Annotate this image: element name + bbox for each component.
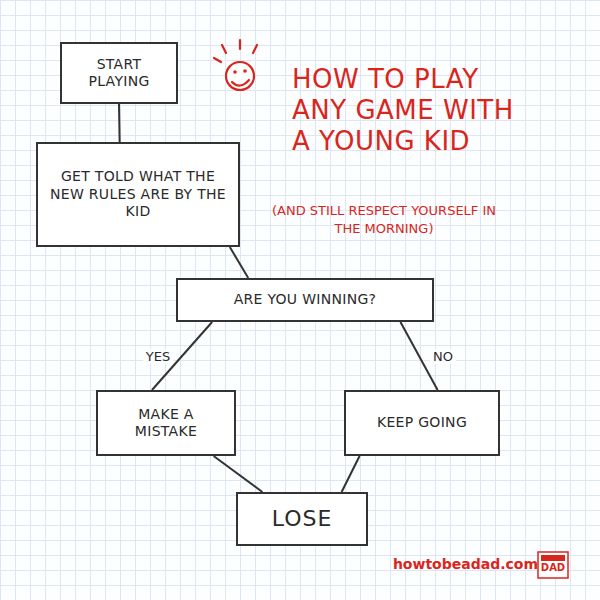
start-box: START PLAYING [60,42,178,104]
node-label: GET TOLD WHAT THE NEW RULES ARE BY THE K… [48,168,228,221]
connector-line [230,247,248,278]
title: HOW TO PLAY ANY GAME WITH A YOUNG KID [292,64,528,158]
connector-line [342,456,360,492]
process-box: GET TOLD WHAT THE NEW RULES ARE BY THE K… [36,142,240,247]
process-box: MAKE A MISTAKE [96,390,236,456]
connector-line [118,104,121,142]
connector-line [214,456,263,492]
subtitle-note: (AND STILL RESPECT YOURSELF IN THE MORNI… [262,202,506,238]
connector [342,456,360,492]
connector [214,456,263,492]
node-label: MAKE A MISTAKE [108,406,224,441]
logo-text: DAD [538,562,568,574]
decision-box: ARE YOU WINNING? [176,278,434,322]
edge-label: NO [430,349,456,364]
process-box: KEEP GOING [344,390,500,456]
node-label: START PLAYING [72,56,166,91]
edge-label: YES [143,349,173,364]
end-box: LOSE [236,492,368,546]
connector [119,104,121,142]
connector [230,247,248,278]
website-watermark: howtobeadad.com [392,556,538,573]
node-label: LOSE [272,505,333,533]
node-label: KEEP GOING [377,414,467,432]
node-label: ARE YOU WINNING? [234,291,377,309]
